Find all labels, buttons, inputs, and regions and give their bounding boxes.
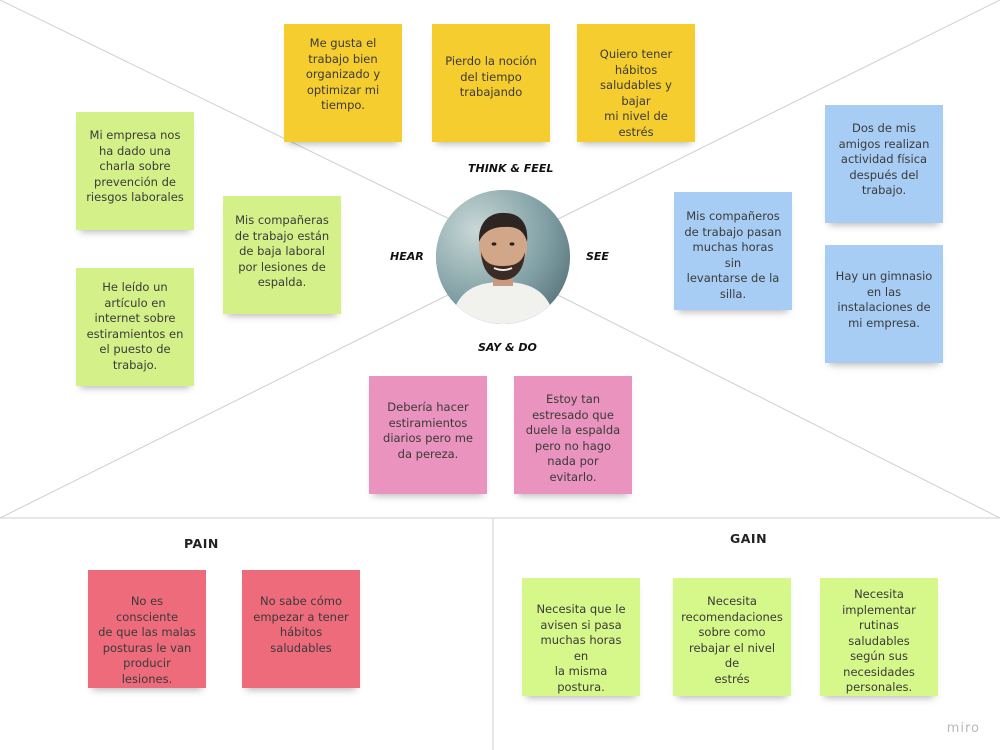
sticky-note-hear[interactable]: Mis compañeras de trabajo están de baja … bbox=[223, 196, 341, 314]
sticky-note-text: Necesita recomendaciones sobre como reba… bbox=[681, 594, 783, 686]
sticky-note-text: Dos de mis amigos realizan actividad fís… bbox=[838, 121, 930, 197]
sticky-note-text: Debería hacer estiramientos diarios pero… bbox=[383, 400, 473, 461]
label-say-do: SAY & DO bbox=[478, 341, 537, 354]
sticky-note-text: Hay un gimnasio en las instalaciones de … bbox=[835, 269, 933, 330]
gain-title: GAIN bbox=[730, 531, 768, 546]
sticky-note-text: Estoy tan estresado que duele la espalda… bbox=[525, 392, 621, 484]
pain-title: PAIN bbox=[184, 536, 219, 551]
label-think-feel: THINK & FEEL bbox=[468, 162, 554, 175]
sticky-note-text: Mis compañeros de trabajo pasan muchas h… bbox=[684, 209, 782, 301]
person-photo-icon bbox=[436, 190, 570, 324]
sticky-note-think-feel[interactable]: Pierdo la noción del tiempo trabajando bbox=[432, 24, 550, 142]
sticky-note-text: Necesita implementar rutinas saludables … bbox=[842, 587, 916, 694]
sticky-note-pain[interactable]: No es consciente de que las malas postur… bbox=[88, 570, 206, 688]
sticky-note-text: He leído un artículo en internet sobre e… bbox=[86, 280, 184, 372]
sticky-note-say-do[interactable]: Estoy tan estresado que duele la espalda… bbox=[514, 376, 632, 494]
sticky-note-text: Pierdo la noción del tiempo trabajando bbox=[445, 54, 537, 99]
label-see: SEE bbox=[586, 250, 609, 263]
sticky-note-think-feel[interactable]: Quiero tener hábitos saludables y bajar … bbox=[577, 24, 695, 142]
sticky-note-text: Mi empresa nos ha dado una charla sobre … bbox=[86, 128, 184, 204]
sticky-note-text: No es consciente de que las malas postur… bbox=[98, 594, 196, 686]
sticky-note-text: No sabe cómo empezar a tener hábitos sal… bbox=[253, 594, 349, 655]
sticky-note-think-feel[interactable]: Me gusta el trabajo bien organizado y op… bbox=[284, 24, 402, 142]
sticky-note-see[interactable]: Dos de mis amigos realizan actividad fís… bbox=[825, 105, 943, 223]
sticky-note-say-do[interactable]: Debería hacer estiramientos diarios pero… bbox=[369, 376, 487, 494]
sticky-note-text: Mis compañeras de trabajo están de baja … bbox=[234, 213, 330, 289]
sticky-note-gain[interactable]: Necesita implementar rutinas saludables … bbox=[820, 578, 938, 696]
sticky-note-text: Me gusta el trabajo bien organizado y op… bbox=[305, 36, 381, 112]
sticky-note-see[interactable]: Mis compañeros de trabajo pasan muchas h… bbox=[674, 192, 792, 310]
sticky-note-see[interactable]: Hay un gimnasio en las instalaciones de … bbox=[825, 245, 943, 363]
sticky-note-hear[interactable]: Mi empresa nos ha dado una charla sobre … bbox=[76, 112, 194, 230]
persona-avatar bbox=[436, 190, 570, 324]
miro-watermark: miro bbox=[946, 721, 980, 736]
sticky-note-hear[interactable]: He leído un artículo en internet sobre e… bbox=[76, 268, 194, 386]
sticky-note-gain[interactable]: Necesita recomendaciones sobre como reba… bbox=[673, 578, 791, 696]
sticky-note-gain[interactable]: Necesita que le avisen si pasa muchas ho… bbox=[522, 578, 640, 696]
sticky-note-pain[interactable]: No sabe cómo empezar a tener hábitos sal… bbox=[242, 570, 360, 688]
sticky-note-text: Necesita que le avisen si pasa muchas ho… bbox=[536, 602, 626, 694]
sticky-note-text: Quiero tener hábitos saludables y bajar … bbox=[599, 47, 673, 139]
label-hear: HEAR bbox=[390, 250, 424, 263]
